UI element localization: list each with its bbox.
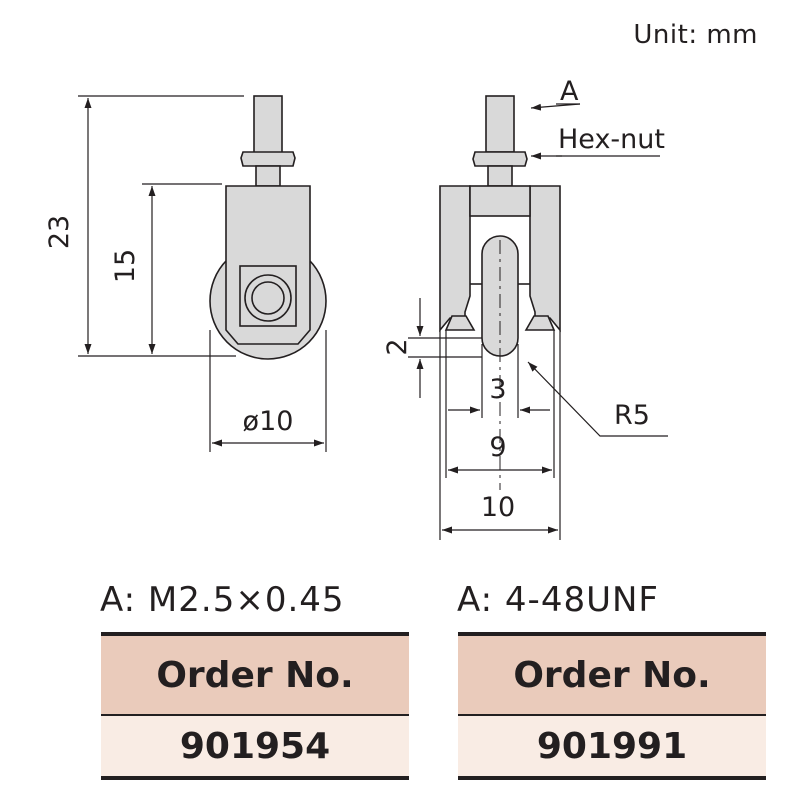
order-table-metric: Order No. 901954 [101,632,409,780]
side-stem-lower [487,165,513,187]
technical-drawing: 23 15 ø10 A Hex-nut 2 3 [44,76,668,540]
fork-bridge [469,185,531,217]
fork-bottom-right [524,315,556,331]
stem [253,95,283,155]
callout-a-arrow [530,103,581,111]
dim-label-23: 23 [44,215,75,249]
fork-left-arm [439,185,471,333]
order-header-metric: Order No. [101,632,409,716]
thread-spec-unf: A: 4-48UNF [457,580,659,620]
dim-label-2: 2 [382,338,413,355]
dim-label-10: 10 [481,492,515,523]
fork-bottom-left [444,315,476,331]
side-stem [485,95,515,153]
dim-label-9: 9 [489,432,506,463]
radius-label: R5 [614,400,650,431]
thread-spec-metric: A: M2.5×0.45 [100,580,345,620]
order-table-unf: Order No. 901991 [458,632,766,780]
front-view [209,95,327,360]
side-view [439,95,561,357]
dim-label-15: 15 [110,249,141,283]
fork-right-arm [529,185,561,333]
axle-inner [251,281,285,315]
stem-lower [255,165,281,187]
dim-label-dia10: ø10 [243,406,294,437]
hex-nut-side [472,151,528,167]
r5-leader [527,361,668,437]
unit-label: Unit: mm [633,20,758,50]
order-number-metric: 901954 [101,715,409,780]
callout-hexnut-label: Hex-nut [558,124,665,155]
callout-a-label: A [560,76,579,107]
order-header-unf: Order No. [458,632,766,716]
order-number-unf: 901991 [458,715,766,780]
hex-nut-front [240,151,296,167]
dim-label-3: 3 [489,374,506,405]
